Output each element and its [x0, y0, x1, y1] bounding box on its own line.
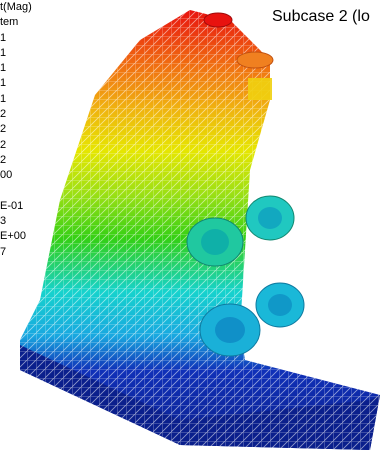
- legend-entry: 2: [0, 153, 7, 166]
- subcase-title: Subcase 2 (lo: [272, 8, 370, 25]
- legend-entry: 00: [0, 169, 13, 182]
- legend-entry: [0, 184, 32, 199]
- legend-entry: 1: [0, 46, 7, 59]
- part-base: [20, 345, 380, 450]
- cylinder-holes-lower: [199, 282, 305, 357]
- legend-entry: 2: [0, 138, 7, 151]
- legend-entry: 1: [0, 92, 7, 105]
- legend-entry: E-01: [0, 199, 24, 212]
- top-flange: [203, 12, 274, 100]
- legend-entry: 1: [0, 62, 7, 75]
- cylinder-holes-upper: [186, 195, 295, 267]
- legend-header-1: t(Mag): [0, 1, 32, 13]
- legend: t(Mag) tem 1 1 1 1 1 2 2 2 2 00 E-01 3 E…: [0, 0, 32, 260]
- legend-entry: 7: [0, 245, 7, 258]
- legend-entry: 1: [0, 77, 7, 90]
- legend-entry: 2: [0, 108, 7, 121]
- legend-entry: E+00: [0, 230, 26, 243]
- legend-header-2: tem: [0, 16, 19, 29]
- legend-entry: 2: [0, 123, 7, 136]
- legend-entry: 1: [0, 31, 7, 44]
- legend-entry: 3: [0, 215, 7, 228]
